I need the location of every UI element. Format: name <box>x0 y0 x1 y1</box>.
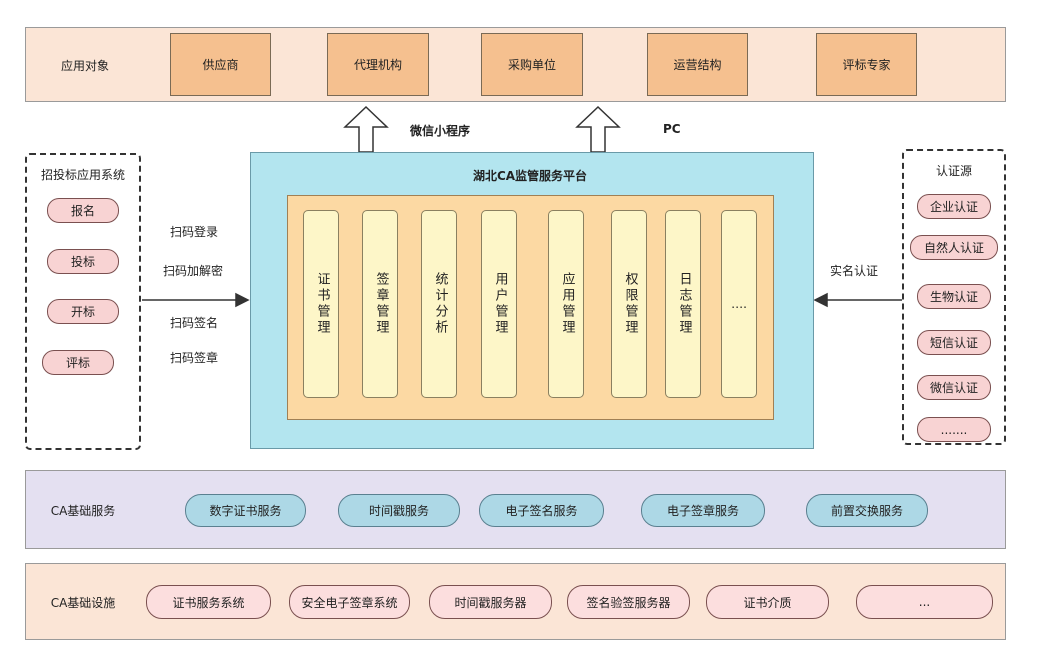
ca-basic-services-label: CA基础服务 <box>50 503 116 518</box>
infra-sign-verify-server: 签名验签服务器 <box>567 585 690 619</box>
module-log: 日志管理 <box>665 210 701 398</box>
infra-certificate-media: 证书介质 <box>706 585 829 619</box>
module-certificate: 证书管理 <box>303 210 339 398</box>
real-name-auth-label: 实名认证 <box>830 264 879 278</box>
auth-natural-person: 自然人认证 <box>910 235 998 260</box>
object-expert: 评标专家 <box>816 33 917 96</box>
infra-more: ... <box>856 585 993 619</box>
platform-title: 湖北CA监管服务平台 <box>472 168 588 183</box>
auth-wechat: 微信认证 <box>917 375 991 400</box>
channel-pc: PC <box>663 122 681 136</box>
ca-infrastructure-label: CA基础设施 <box>50 595 116 610</box>
action-scan-login: 扫码登录 <box>170 225 219 239</box>
object-agency: 代理机构 <box>327 33 429 96</box>
application-objects-label: 应用对象 <box>60 58 109 73</box>
auth-source-title: 认证源 <box>935 163 972 178</box>
channel-mini-program: 微信小程序 <box>410 124 471 138</box>
left-item-open: 开标 <box>47 299 119 324</box>
action-scan-seal: 扫码签章 <box>170 351 219 365</box>
module-application: 应用管理 <box>548 210 584 398</box>
up-arrow-mini-program <box>343 105 389 153</box>
module-seal: 签章管理 <box>362 210 398 398</box>
action-scan-encrypt: 扫码加解密 <box>163 264 224 278</box>
service-digital-certificate: 数字证书服务 <box>185 494 306 527</box>
auth-enterprise: 企业认证 <box>917 194 991 219</box>
arrow-left-to-platform <box>142 292 250 308</box>
infra-timestamp-server: 时间戳服务器 <box>429 585 552 619</box>
infra-certificate-system: 证书服务系统 <box>146 585 271 619</box>
module-statistics: 统计分析 <box>421 210 457 398</box>
action-scan-sign: 扫码签名 <box>170 316 219 330</box>
object-operator: 运营结构 <box>647 33 748 96</box>
left-item-register: 报名 <box>47 198 119 223</box>
service-e-seal: 电子签章服务 <box>641 494 765 527</box>
infra-e-seal-system: 安全电子签章系统 <box>289 585 410 619</box>
left-item-evaluate: 评标 <box>42 350 114 375</box>
auth-biometric: 生物认证 <box>917 284 991 309</box>
auth-sms: 短信认证 <box>917 330 991 355</box>
module-more: …. <box>721 210 757 398</box>
object-purchaser: 采购单位 <box>481 33 583 96</box>
service-front-exchange: 前置交换服务 <box>806 494 928 527</box>
arrow-right-to-platform <box>813 292 902 308</box>
service-timestamp: 时间戳服务 <box>338 494 460 527</box>
object-supplier: 供应商 <box>170 33 271 96</box>
module-user: 用户管理 <box>481 210 517 398</box>
up-arrow-pc <box>575 105 621 153</box>
left-item-bid: 投标 <box>47 249 119 274</box>
bidding-system-title: 招投标应用系统 <box>40 167 125 182</box>
service-e-signature: 电子签名服务 <box>479 494 604 527</box>
module-permission: 权限管理 <box>611 210 647 398</box>
auth-more: ....... <box>917 417 991 442</box>
